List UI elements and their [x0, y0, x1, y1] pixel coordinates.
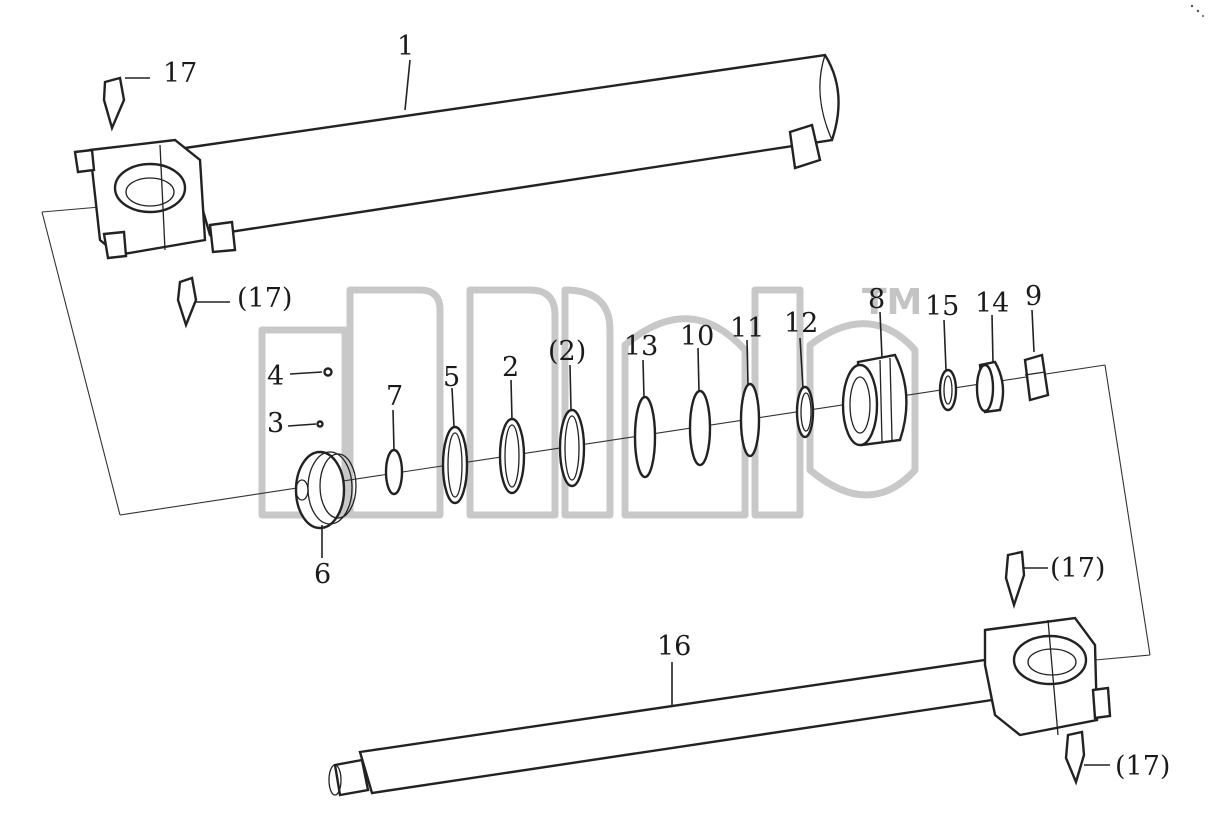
part-7-ring — [384, 448, 404, 496]
callout-12: 12 — [784, 308, 818, 339]
corner-marks — [1190, 4, 1204, 17]
callout-17c: (17) — [1115, 751, 1170, 782]
part-1-cylinder-barrel — [73, 53, 840, 260]
callout-16: 16 — [657, 631, 691, 662]
part-13-ring — [633, 395, 657, 479]
part-16-piston-rod — [328, 616, 1112, 797]
part-3-screw — [316, 420, 324, 428]
part-5-ring — [441, 425, 469, 505]
callout-7: 7 — [386, 381, 403, 412]
callout-3: 3 — [267, 408, 284, 439]
seal-rings — [384, 382, 815, 505]
part-10-ring — [688, 389, 712, 467]
part-12-ring — [795, 385, 815, 439]
callout-labels: 1 17 (17) 4 3 7 5 2 (2) 13 10 11 12 8 15… — [163, 31, 1170, 782]
part-6-piston — [294, 450, 357, 530]
callout-13: 13 — [624, 331, 658, 362]
callout-14: 14 — [975, 288, 1009, 319]
callout-10: 10 — [680, 321, 714, 352]
part-2-ring — [498, 417, 526, 495]
callout-11: 11 — [730, 313, 764, 344]
end-parts — [938, 353, 1050, 414]
callout-15: 15 — [925, 291, 959, 322]
assembly-guide-lines — [41, 206, 1151, 661]
callout-1: 1 — [397, 31, 414, 62]
part-15-ring — [938, 368, 958, 412]
part-11-ring — [739, 382, 761, 458]
part-2b-ring — [558, 408, 586, 488]
watermark-tm: TM — [862, 282, 922, 323]
callout-6: 6 — [314, 559, 331, 590]
callout-4: 4 — [267, 361, 284, 392]
callout-2: 2 — [502, 352, 519, 383]
part-14-ring — [975, 363, 995, 413]
leader-lines — [125, 59, 1110, 766]
callout-5: 5 — [443, 362, 460, 393]
callout-17a: (17) — [237, 283, 292, 314]
watermark-logo — [258, 286, 919, 519]
grease-nipples — [102, 76, 1086, 786]
callout-17: 17 — [163, 58, 197, 89]
part-9-nut — [1023, 353, 1050, 402]
callout-2p: (2) — [548, 336, 586, 367]
callout-17b: (17) — [1050, 553, 1105, 584]
callout-9: 9 — [1025, 281, 1042, 312]
callout-8: 8 — [868, 284, 885, 315]
part-8-guide-sleeve — [841, 353, 908, 447]
part-4-ball — [323, 367, 333, 377]
